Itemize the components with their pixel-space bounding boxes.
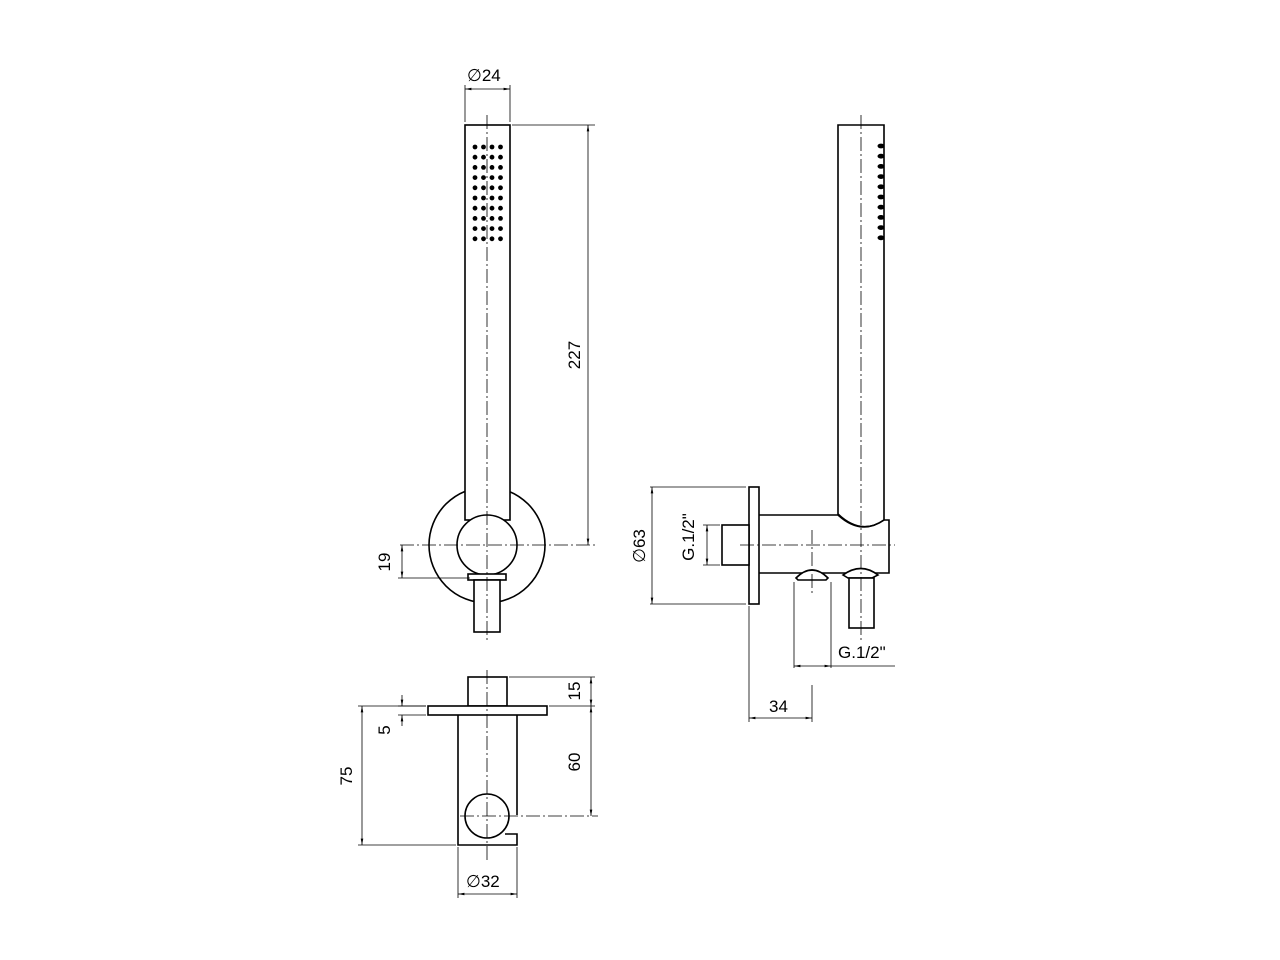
dim-flange-diameter: ∅63 (630, 529, 649, 563)
dim-outlet-offset: 19 (375, 553, 394, 572)
thread-stub (467, 676, 508, 707)
dim-total-depth: 75 (337, 767, 356, 786)
front-view: ∅24 227 19 (375, 66, 595, 640)
wall-flange (748, 486, 760, 605)
dim-outlet-thread: G.1/2" (838, 643, 886, 662)
outlet-nipple-side (848, 577, 875, 629)
side-spray-holes-icon (877, 143, 885, 241)
side-view: ∅63 G.1/2" G.1/2" 34 (630, 115, 895, 722)
dim-thread-length: 15 (565, 682, 584, 701)
dim-handshower-length: 227 (565, 341, 584, 369)
flange-plate (427, 705, 548, 716)
spray-holes-icon (472, 144, 503, 242)
handshower-body (464, 124, 511, 521)
dim-flange-thickness: 5 (375, 725, 394, 734)
dim-handshower-diameter: ∅24 (467, 66, 501, 85)
top-view: 15 60 5 75 ∅32 (337, 670, 598, 898)
dim-holder-diameter: ∅32 (466, 872, 500, 891)
dim-holder-depth: 60 (565, 753, 584, 772)
dim-inlet-thread: G.1/2" (679, 513, 698, 561)
dim-projection: 34 (769, 697, 788, 716)
